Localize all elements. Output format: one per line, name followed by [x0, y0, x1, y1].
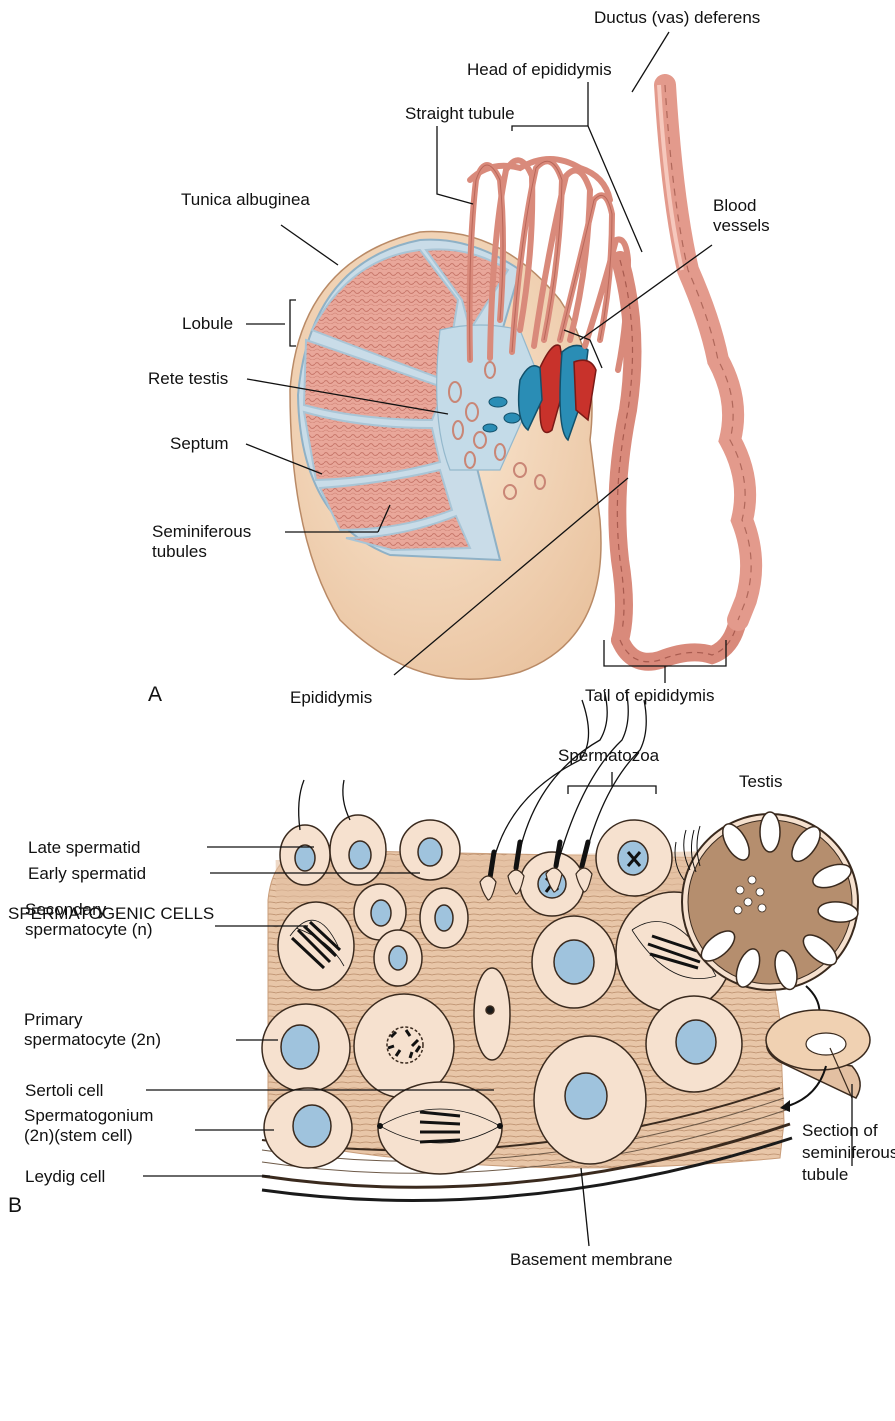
label-primary-spermatocyte: Primary spermatocyte (2n): [24, 1010, 161, 1050]
label-tunica-albuginea: Tunica albuginea: [181, 190, 310, 210]
label-secondary-spermatocyte: Secondary spermatocyte (n): [25, 900, 153, 940]
label-early-spermatid: Early spermatid: [28, 864, 146, 884]
label-sertoli-cell: Sertoli cell: [25, 1081, 103, 1101]
label-section-of-tubule: Section of seminiferous tubule: [802, 1120, 895, 1186]
label-straight-tubule: Straight tubule: [405, 104, 515, 124]
label-spermatogonium: Spermatogonium (2n)(stem cell): [24, 1106, 153, 1146]
tail-of-epididymis: [620, 620, 738, 662]
label-blood-vessels: Blood vessels: [713, 196, 770, 236]
label-rete-testis: Rete testis: [148, 369, 228, 389]
label-leydig-cell: Leydig cell: [25, 1167, 105, 1187]
ductus-deferens: [659, 85, 751, 620]
panel-label-a: A: [148, 685, 162, 705]
panel-label-b: B: [8, 1196, 22, 1216]
label-basement-membrane: Basement membrane: [510, 1250, 673, 1270]
label-spermatozoa: Spermatozoa: [558, 746, 659, 766]
label-tail-of-epididymis: Tail of epididymis: [585, 686, 714, 706]
label-testis: Testis: [739, 772, 782, 792]
label-epididymis: Epididymis: [290, 688, 372, 708]
label-ductus-deferens: Ductus (vas) deferens: [594, 8, 760, 28]
label-head-of-epididymis: Head of epididymis: [467, 60, 612, 80]
panel-a-illustration: [246, 32, 751, 683]
label-seminiferous-tubules: Seminiferous tubules: [152, 522, 251, 562]
epididymis-body: [617, 260, 632, 640]
label-late-spermatid: Late spermatid: [28, 838, 140, 858]
label-lobule: Lobule: [182, 314, 233, 334]
label-septum: Septum: [170, 434, 229, 454]
